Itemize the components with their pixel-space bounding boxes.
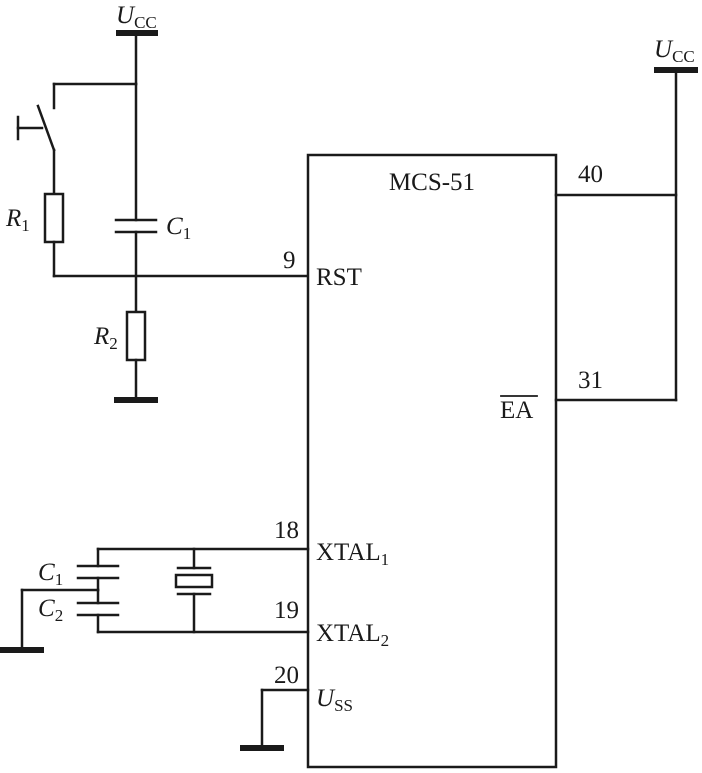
chip-name: MCS-51 xyxy=(389,169,475,196)
mcs51-chip: MCS-51 xyxy=(306,153,558,769)
reset-button xyxy=(16,82,138,196)
resistor-r2-label: R2 xyxy=(93,323,118,353)
resistor-r1-label: R1 xyxy=(5,205,30,235)
supply-left-label: UCC xyxy=(116,2,157,32)
supply-right: UCC xyxy=(654,36,698,402)
supply-left: UCC xyxy=(116,2,158,86)
resistor-r1: R1 xyxy=(5,192,65,278)
pin-ea-name: EA xyxy=(500,397,533,424)
pin-xtal2-name: XTAL2 xyxy=(316,620,389,650)
pin-20-number: 20 xyxy=(274,662,299,689)
pin-19-number: 19 xyxy=(274,597,299,624)
pin-rst-name: RST xyxy=(316,264,362,291)
capacitor-c2-osc-label: C2 xyxy=(38,595,63,625)
resistor-r2: R2 xyxy=(93,310,158,403)
pin-18-number: 18 xyxy=(274,517,299,544)
capacitor-c1-reset: C1 xyxy=(114,82,191,314)
capacitor-c1-reset-label: C1 xyxy=(166,213,191,243)
vss-ground xyxy=(240,688,310,751)
pin-xtal1-name: XTAL1 xyxy=(316,539,389,569)
supply-right-label: UCC xyxy=(654,36,695,66)
pin-31-number: 31 xyxy=(578,367,603,394)
pin-40-number: 40 xyxy=(578,161,603,188)
capacitor-c1-osc: C1 xyxy=(38,547,120,592)
crystal xyxy=(174,547,214,634)
pin-vss-name: USS xyxy=(316,685,353,715)
pin-9-number: 9 xyxy=(283,247,296,274)
osc-ground xyxy=(0,588,100,653)
capacitor-c2-osc: C2 xyxy=(38,588,120,634)
capacitor-c1-osc-label: C1 xyxy=(38,559,63,589)
